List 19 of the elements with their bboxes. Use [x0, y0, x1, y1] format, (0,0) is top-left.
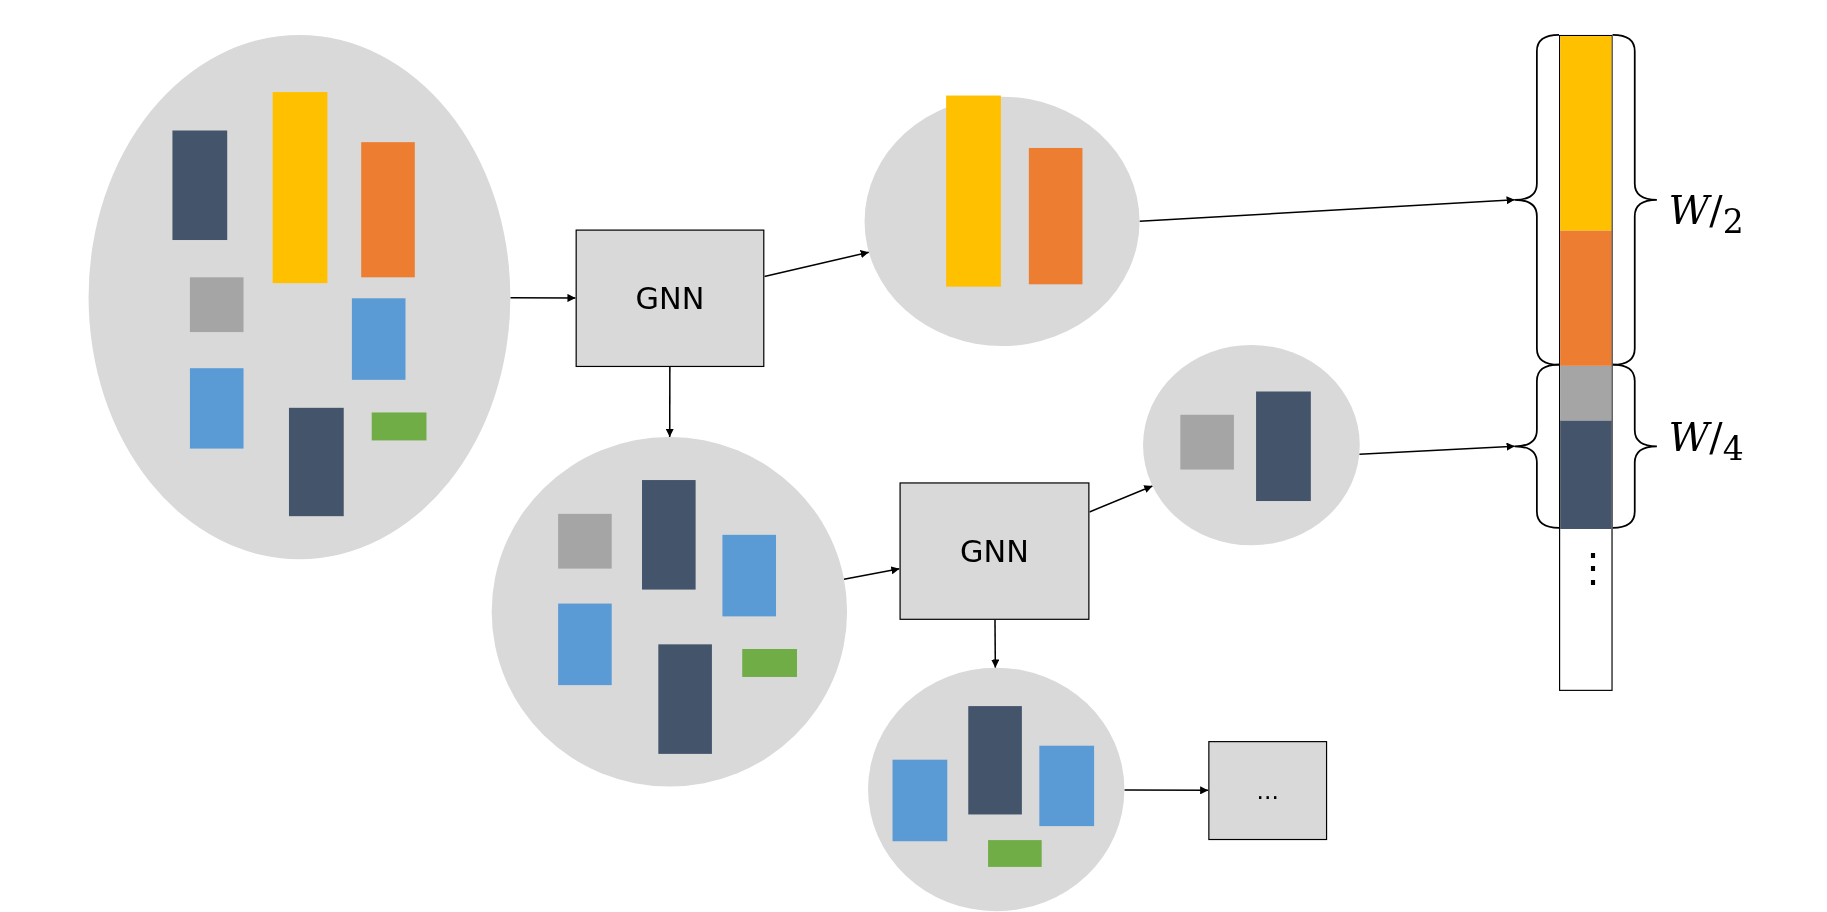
box-label: GNN [960, 533, 1029, 569]
arrow [509, 293, 577, 303]
arrow [991, 619, 1000, 669]
box-label: GNN [635, 280, 705, 316]
arrow [1088, 485, 1154, 513]
vector-bar [1559, 34, 1613, 691]
arrow [1358, 442, 1516, 455]
fraction-label: W/$_{2}$ [1668, 186, 1744, 241]
process-box [899, 482, 1090, 620]
arrow [843, 566, 901, 580]
box-label: ... [1256, 776, 1279, 805]
process-box [1208, 741, 1328, 841]
arrow [665, 366, 674, 438]
arrow [763, 250, 870, 278]
ellipsis-label: ⋮ [1573, 544, 1613, 591]
fraction-label: W/$_{4}$ [1668, 413, 1744, 469]
process-box [575, 229, 765, 368]
arrow [1123, 786, 1210, 795]
arrow [1138, 196, 1516, 222]
